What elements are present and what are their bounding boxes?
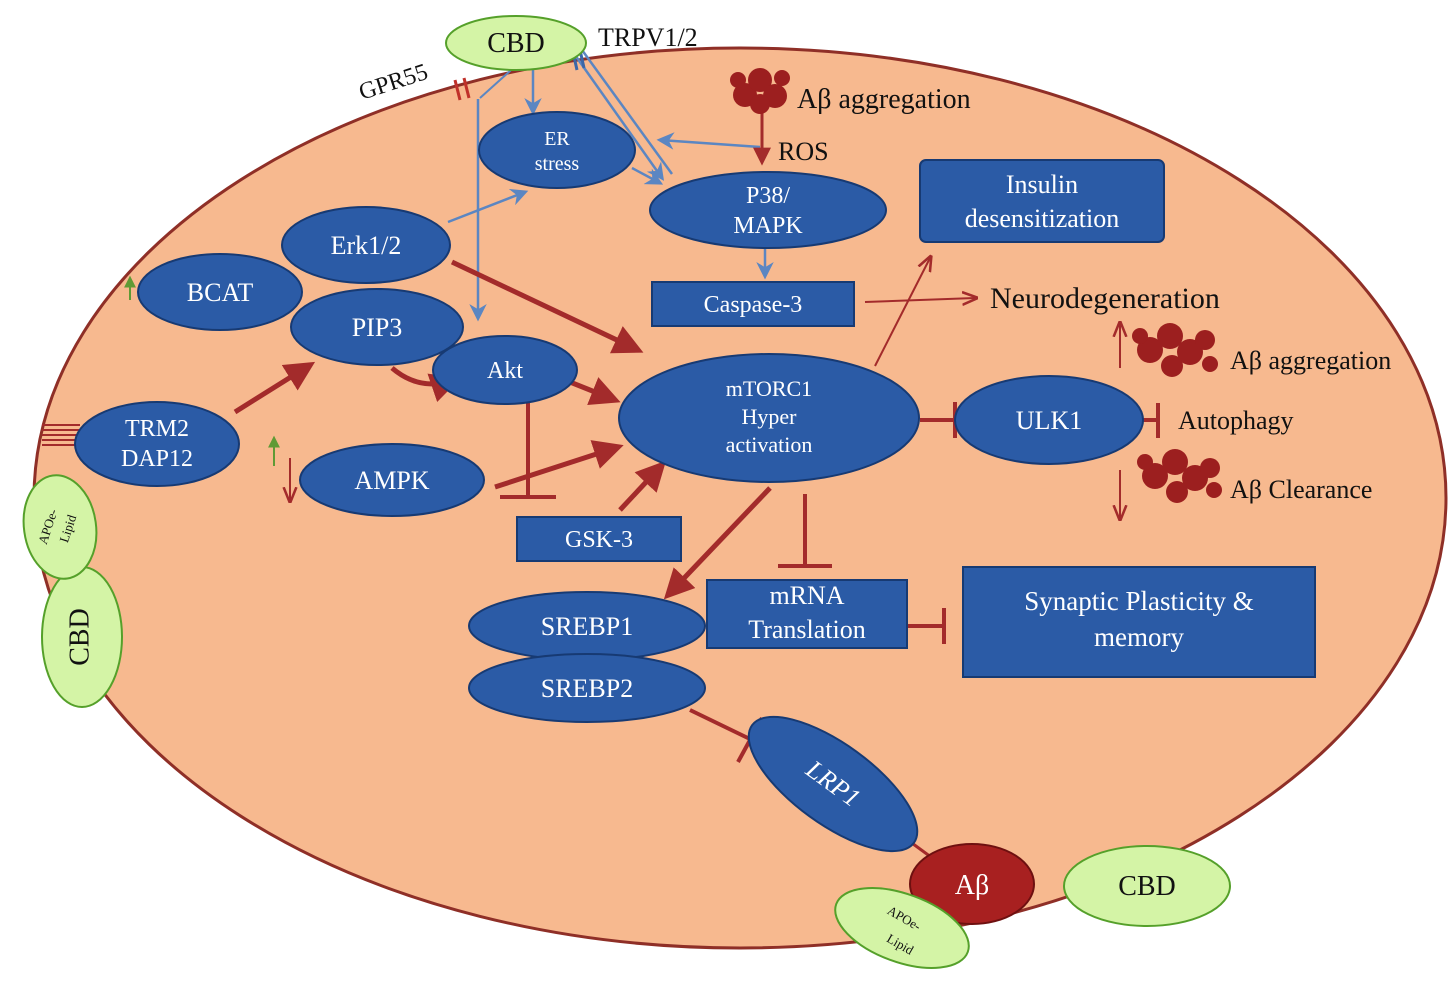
cbd-left-label: CBD <box>64 608 95 666</box>
synaptic-line2: memory <box>1094 622 1184 652</box>
node-akt-shape <box>432 335 578 405</box>
autophagy-label: Autophagy <box>1178 406 1294 435</box>
free-labels: TRPV1/2 GPR55 Aβ aggregation ROS Neurode… <box>356 23 1391 504</box>
cbd-top-shape <box>445 15 587 71</box>
abeta-aggregation-top-label: Aβ aggregation <box>797 84 971 115</box>
node-mtorc1-shape <box>618 353 920 483</box>
node-er-stress-shape <box>478 111 636 189</box>
apoe-bottom-shape <box>834 887 970 969</box>
blue-arrows <box>447 49 774 322</box>
abeta-clearance-label: Aβ Clearance <box>1230 475 1372 504</box>
node-trm2-shape <box>74 401 240 487</box>
node-caspase-box <box>651 281 855 327</box>
cbd-top-label: CBD <box>487 28 545 59</box>
p38-line1: P38/ <box>746 183 790 209</box>
trm2-line1: TRM2 <box>125 416 189 442</box>
ros-label: ROS <box>778 137 829 166</box>
pip3-label: PIP3 <box>352 313 403 342</box>
p38-line2: MAPK <box>733 213 803 239</box>
abeta-plaque-top-icon <box>730 68 790 114</box>
mtorc1-line3: activation <box>726 432 813 457</box>
node-p38-shape <box>649 171 887 249</box>
srebp1-label: SREBP1 <box>541 612 634 641</box>
neurodegeneration-label: Neurodegeneration <box>990 282 1220 315</box>
insulin-line1: Insulin <box>1006 170 1078 199</box>
caspase-label: Caspase-3 <box>704 292 803 318</box>
synaptic-line1: Synaptic Plasticity & <box>1024 586 1254 616</box>
cbd-right-shape <box>1063 845 1231 927</box>
node-mrna-box <box>706 579 908 649</box>
node-pip3-shape <box>290 288 464 366</box>
apoe-left-shape <box>22 474 98 580</box>
ulk1-label: ULK1 <box>1016 406 1082 435</box>
abeta-label: Aβ <box>955 870 989 901</box>
abeta-aggregation-right-label: Aβ aggregation <box>1230 346 1391 375</box>
node-synaptic-box <box>962 566 1316 678</box>
erk-label: Erk1/2 <box>331 231 402 260</box>
node-lrp1-shape <box>747 715 919 853</box>
node-srebp2-shape <box>468 653 706 723</box>
abeta-plaque-clearance-icon <box>1137 449 1222 503</box>
node-ampk-shape <box>299 443 485 517</box>
srebp2-label: SREBP2 <box>541 674 634 703</box>
bcat-label: BCAT <box>187 278 254 307</box>
cbd-right-label: CBD <box>1118 871 1176 902</box>
mrna-line2: Translation <box>748 615 866 644</box>
node-ulk1-shape <box>954 375 1144 465</box>
ampk-label: AMPK <box>354 466 429 495</box>
mtorc1-line1: mTORC1 <box>726 376 812 401</box>
mrna-line1: mRNA <box>769 581 844 610</box>
er-stress-line2: stress <box>535 153 580 175</box>
er-stress-line1: ER <box>544 128 570 150</box>
node-insulin-box <box>919 159 1165 243</box>
trm2-line2: DAP12 <box>121 446 193 472</box>
receptor-marks <box>42 49 586 446</box>
trpv-label: TRPV1/2 <box>598 23 698 52</box>
node-abeta-shape <box>909 843 1035 925</box>
node-bcat-shape <box>137 253 303 331</box>
abeta-plaque-right-icon <box>1132 323 1218 377</box>
akt-label: Akt <box>487 358 523 384</box>
red-arrows <box>233 110 1120 600</box>
node-erk-shape <box>281 206 451 284</box>
node-gsk3-box <box>516 516 682 562</box>
green-arrows <box>124 275 280 466</box>
insulin-line2: desensitization <box>965 204 1120 233</box>
mtorc1-line2: Hyper <box>742 404 798 429</box>
gsk3-label: GSK-3 <box>565 527 633 553</box>
